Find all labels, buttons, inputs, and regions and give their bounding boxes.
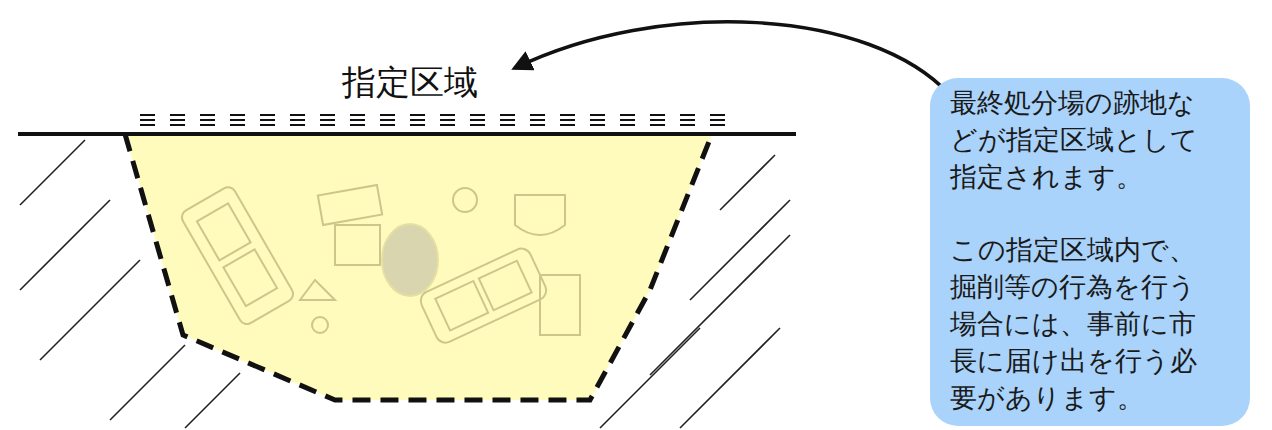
area-mark bbox=[290, 119, 305, 121]
area-mark bbox=[650, 119, 665, 121]
area-mark bbox=[230, 119, 245, 121]
area-mark bbox=[320, 114, 335, 116]
area-mark bbox=[680, 124, 695, 126]
area-mark bbox=[230, 114, 245, 116]
area-mark bbox=[260, 124, 275, 126]
area-mark bbox=[680, 114, 695, 116]
area-mark bbox=[410, 124, 425, 126]
area-mark bbox=[230, 124, 245, 126]
area-mark bbox=[560, 119, 575, 121]
area-mark bbox=[410, 119, 425, 121]
area-mark bbox=[140, 119, 155, 121]
area-mark bbox=[530, 124, 545, 126]
area-mark bbox=[530, 114, 545, 116]
area-mark bbox=[470, 114, 485, 116]
area-mark bbox=[710, 124, 725, 126]
area-mark bbox=[500, 124, 515, 126]
callout-text: この指定区域内で、掘削等の行為を行う場合には、事前に市長に届け出を行う必要があり… bbox=[950, 231, 1202, 416]
area-mark bbox=[170, 124, 185, 126]
callout-text: 最終処分場の跡地などが指定区域として指定されます。 bbox=[950, 84, 1202, 195]
area-mark bbox=[440, 114, 455, 116]
area-mark bbox=[380, 124, 395, 126]
area-mark bbox=[500, 119, 515, 121]
callout-bubble: 最終処分場の跡地などが指定区域として指定されます。この指定区域内で、掘削等の行為… bbox=[930, 78, 1250, 426]
area-mark bbox=[650, 114, 665, 116]
area-mark bbox=[320, 124, 335, 126]
area-mark bbox=[170, 114, 185, 116]
callout-arrow bbox=[515, 22, 950, 95]
area-mark bbox=[380, 119, 395, 121]
area-mark bbox=[380, 114, 395, 116]
area-mark bbox=[620, 124, 635, 126]
area-mark bbox=[200, 124, 215, 126]
area-mark bbox=[470, 119, 485, 121]
area-mark bbox=[320, 119, 335, 121]
area-mark bbox=[170, 119, 185, 121]
area-mark bbox=[590, 114, 605, 116]
area-mark bbox=[350, 119, 365, 121]
area-mark bbox=[620, 119, 635, 121]
waste-items bbox=[179, 184, 580, 346]
area-mark bbox=[710, 119, 725, 121]
area-mark bbox=[710, 114, 725, 116]
area-mark bbox=[290, 124, 305, 126]
area-mark bbox=[680, 119, 695, 121]
area-mark bbox=[620, 114, 635, 116]
area-mark bbox=[410, 114, 425, 116]
area-mark bbox=[530, 119, 545, 121]
area-marks bbox=[140, 115, 725, 125]
area-mark bbox=[140, 124, 155, 126]
area-mark bbox=[560, 124, 575, 126]
area-mark bbox=[500, 114, 515, 116]
area-mark bbox=[290, 114, 305, 116]
area-mark bbox=[200, 114, 215, 116]
area-mark bbox=[440, 119, 455, 121]
area-mark bbox=[440, 124, 455, 126]
area-mark bbox=[350, 114, 365, 116]
area-mark bbox=[590, 119, 605, 121]
area-mark bbox=[650, 124, 665, 126]
ground-line bbox=[18, 132, 796, 136]
area-mark bbox=[200, 119, 215, 121]
area-mark bbox=[350, 124, 365, 126]
landfill-pit bbox=[125, 134, 712, 400]
area-mark bbox=[470, 124, 485, 126]
area-label: 指定区域 bbox=[338, 62, 482, 103]
area-mark bbox=[260, 114, 275, 116]
pit-outline bbox=[125, 134, 712, 400]
area-mark bbox=[140, 114, 155, 116]
area-mark bbox=[260, 119, 275, 121]
area-mark bbox=[590, 124, 605, 126]
area-mark bbox=[560, 114, 575, 116]
